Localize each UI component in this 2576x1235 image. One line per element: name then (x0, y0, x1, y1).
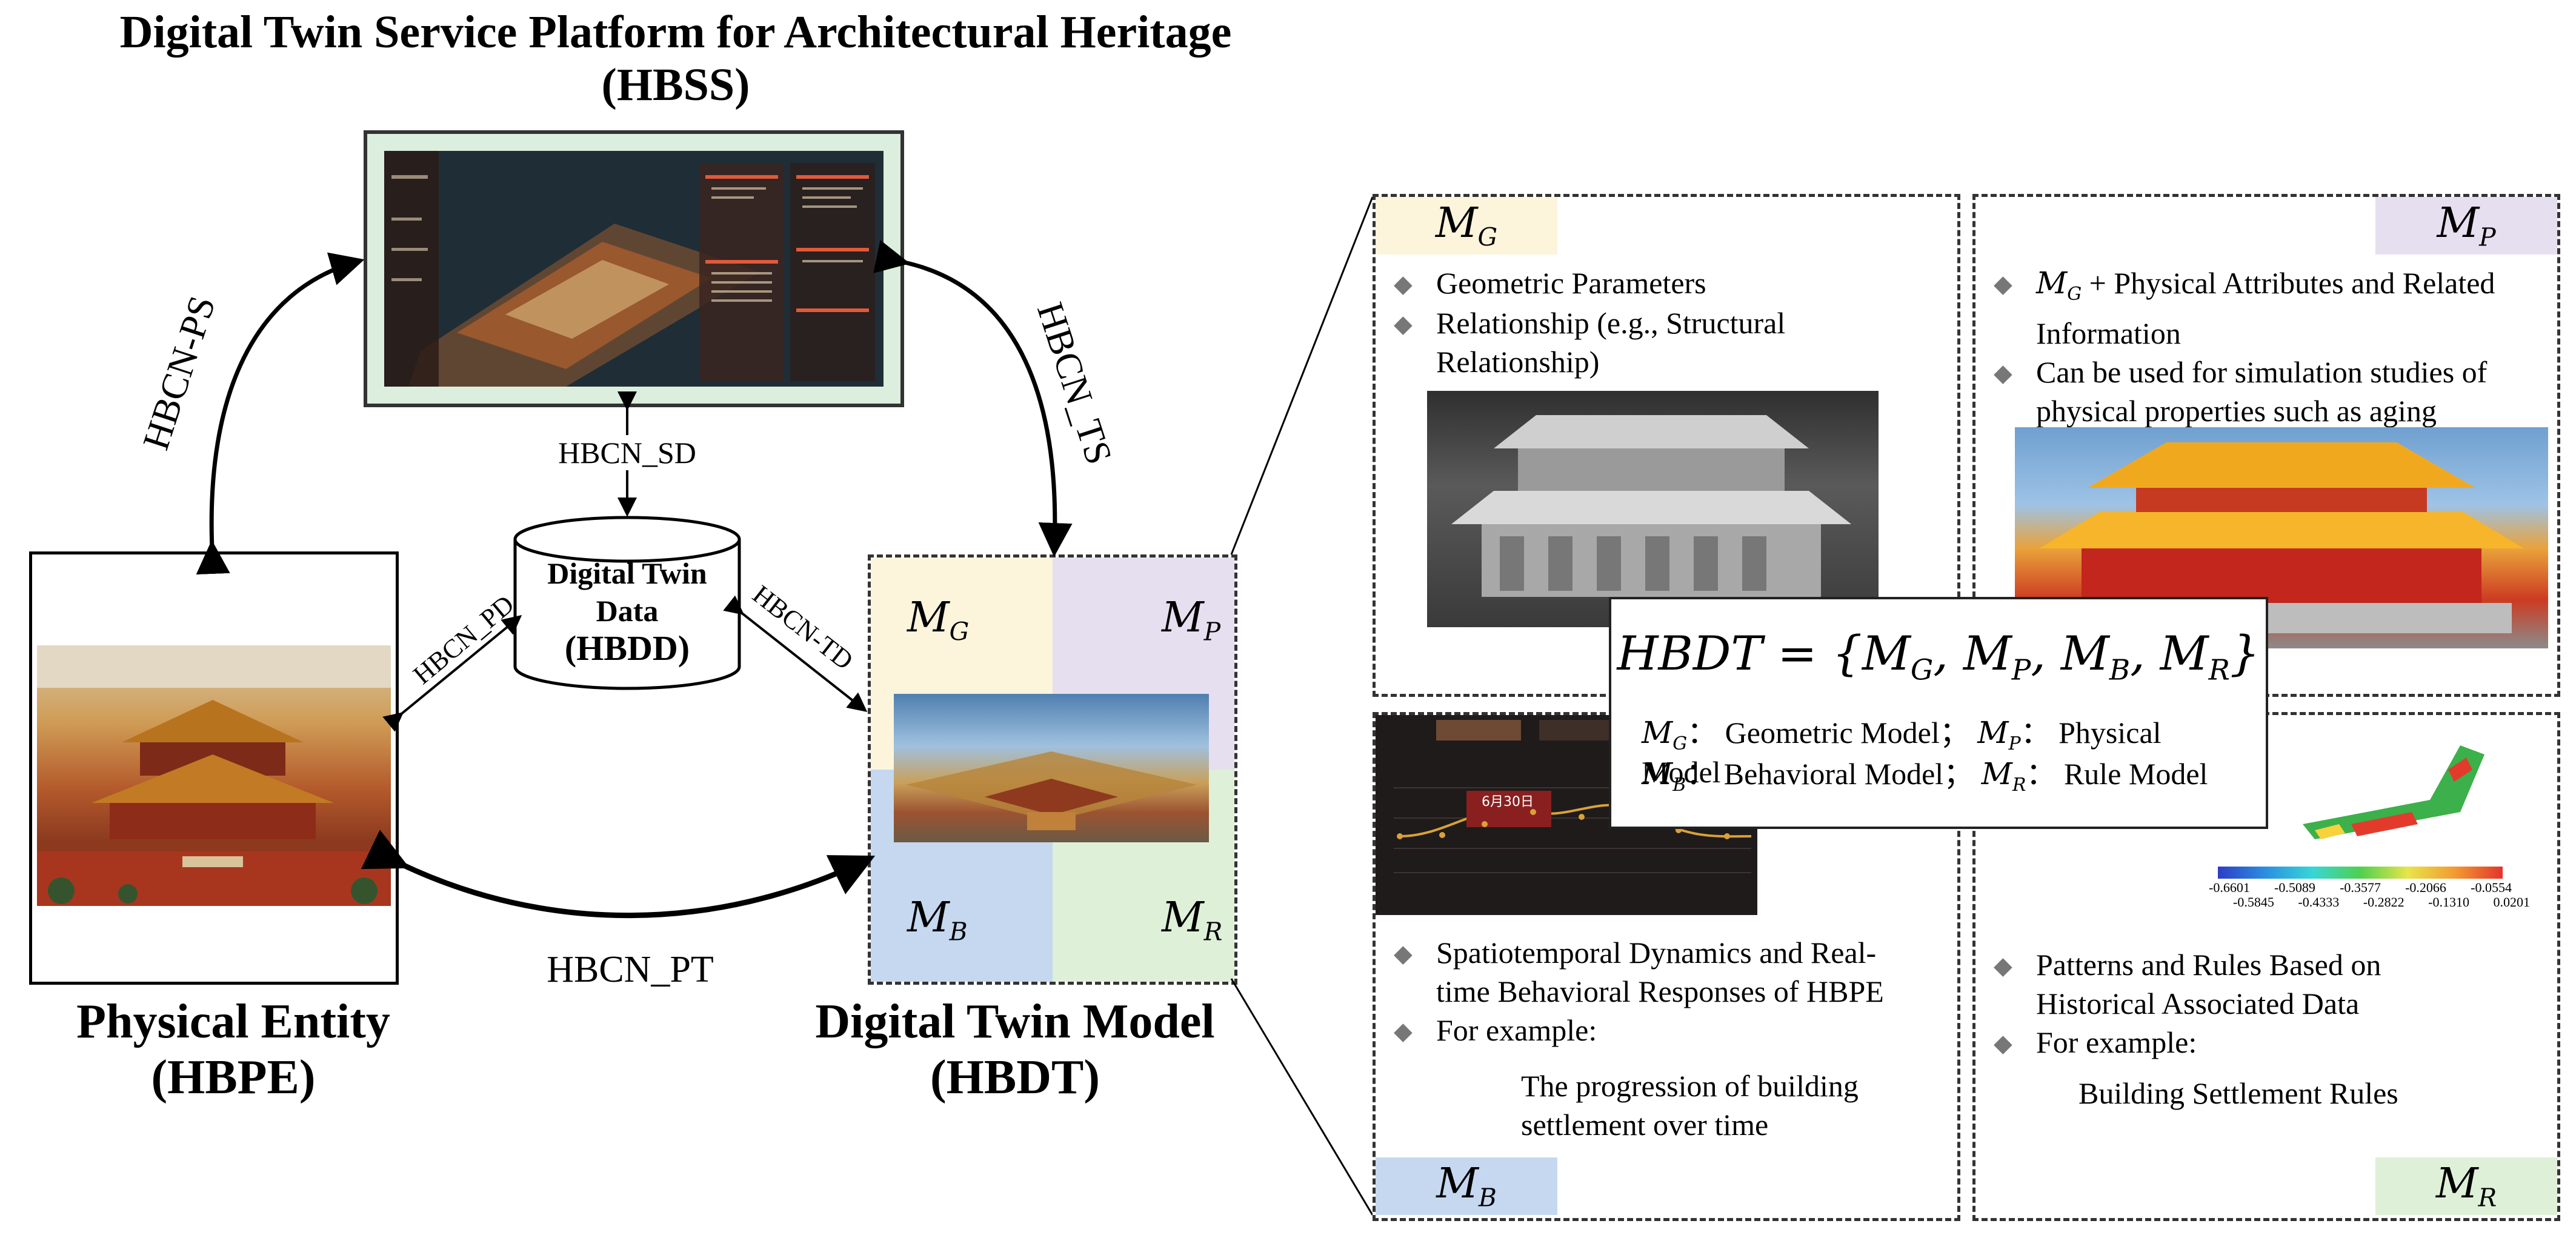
list-item: ◆Relationship (e.g., Structural Relation… (1394, 306, 1786, 379)
hbss-title-line1: Digital Twin Service Platform for Archit… (119, 7, 1232, 58)
quadrant-mb-label: MB (907, 894, 968, 947)
physical-model-illustration (2039, 442, 2524, 633)
settlement-rule-illustration (2303, 745, 2484, 839)
list-item: ◆Spatiotemporal Dynamics and Real-time B… (1394, 936, 1884, 1008)
hbcn-pt-arrow (361, 830, 876, 919)
hbcn-pd-label: HBCN_PD (407, 589, 520, 690)
hbcn-ts-label: HBCN_TS (1028, 298, 1120, 470)
hbcn-ts-arrow (873, 239, 1073, 557)
list-item: ◆For example: (1394, 1013, 1597, 1047)
def-mb: Behavioral Model； (1723, 757, 1974, 791)
hbss-title-line2: (HBSS) (601, 59, 750, 111)
list-item: ◆Geometric Parameters (1394, 266, 1706, 300)
formula-definitions-row2: MB： Behavioral Model； MR： Rule Model (1642, 756, 2208, 796)
panel-mr-bullets: ◆Patterns and Rules Based on Historical … (1994, 945, 2418, 1063)
def-mr: Rule Model (2063, 757, 2208, 791)
panel-mr-example: Building Settlement Rules (2078, 1076, 2398, 1110)
hbdd-line2: Data (596, 594, 659, 628)
quadrant-mg-label: MG (907, 594, 970, 647)
hbcn-pt-label: HBCN_PT (547, 949, 714, 990)
physical-model-image (2015, 427, 2548, 648)
hbdt-title-text: Digital Twin Model (815, 995, 1215, 1048)
hbdt-abbr: (HBDT) (930, 1051, 1100, 1104)
panel-mp-bullets: ◆MG + Physical Attributes and Related In… (1994, 264, 2539, 430)
zoom-line-top (1230, 196, 1374, 555)
panel-mb-tag: MB (1376, 1157, 1557, 1215)
hbdt-model-image (894, 694, 1209, 842)
color-scale-bar (2218, 867, 2503, 879)
hbcn-ps-arrow (196, 252, 365, 575)
list-item: ◆For example: (1994, 1025, 2197, 1059)
quadrant-mp-label: MP (1162, 594, 1221, 647)
panel-mg-bullets: ◆Geometric Parameters ◆Relationship (e.g… (1394, 264, 1927, 381)
hbdt-formula-box: HBDT = {MG, MP, MB, MR} MG： Geometric Mo… (1609, 597, 2268, 829)
panel-mb-bullets: ◆Spatiotemporal Dynamics and Real-time B… (1394, 933, 1939, 1051)
hbpe-box (29, 551, 399, 985)
color-scale-labels-row1: -0.6601-0.5089-0.3577-0.2066-0.0554 (2209, 880, 2512, 895)
dashboard-illustration (384, 151, 884, 387)
hbcn-sd-label: HBCN_SD (551, 435, 703, 470)
hbpe-title: Physical Entity (HBPE) (0, 994, 467, 1105)
def-mp: Physical Model (1642, 716, 2162, 789)
hbdd-line1: Digital Twin (547, 556, 707, 590)
formula-definitions-row1: MG： Geometric Model； MP： Physical Model (1642, 715, 2162, 789)
hbss-title: Digital Twin Service Platform for Archit… (0, 6, 1351, 112)
list-item: ◆Can be used for simulation studies of p… (1994, 355, 2488, 428)
palace-model-illustration (906, 751, 1197, 830)
quadrant-mr-label: MR (1162, 894, 1223, 947)
rule-model-image (2278, 733, 2509, 861)
hbdt-title: Digital Twin Model (HBDT) (770, 994, 1260, 1105)
forbidden-city-photo (37, 645, 391, 906)
hbdd-line3: (HBDD) (564, 628, 690, 668)
hbcn-ps-label: HBCN-PS (135, 291, 224, 455)
hbss-dashboard-image (384, 151, 884, 387)
panel-mg-tag: MG (1376, 197, 1557, 255)
hbdt-model-box: MG MP MB MR (868, 554, 1237, 985)
hbpe-title-text: Physical Entity (76, 995, 390, 1048)
hbdd-label: Digital Twin Data (HBDD) (512, 554, 742, 667)
hbcn-td-label: HBCN-TD (747, 579, 859, 676)
list-item: ◆MG + Physical Attributes and Related In… (1994, 265, 2495, 350)
hbss-screen (364, 130, 904, 407)
hbdt-formula: HBDT = {MG, MP, MB, MR} (1617, 627, 2260, 687)
chart-date-label: 6月30日 (1482, 794, 1534, 810)
geometric-model-image (1427, 391, 1879, 627)
def-mg: Geometric Model； (1725, 716, 1970, 750)
panel-mp-tag: MP (2375, 197, 2557, 255)
panel-mb-example: The progression of building settlement o… (1521, 1069, 1859, 1142)
settlement-chart-illustration: 6月30日 (1394, 720, 1752, 873)
geometric-model-illustration (1451, 415, 1851, 597)
list-item: ◆Patterns and Rules Based on Historical … (1994, 948, 2381, 1020)
palace-illustration (37, 645, 391, 906)
hbpe-abbr: (HBPE) (151, 1051, 316, 1104)
panel-mr-tag: MR (2375, 1157, 2557, 1215)
